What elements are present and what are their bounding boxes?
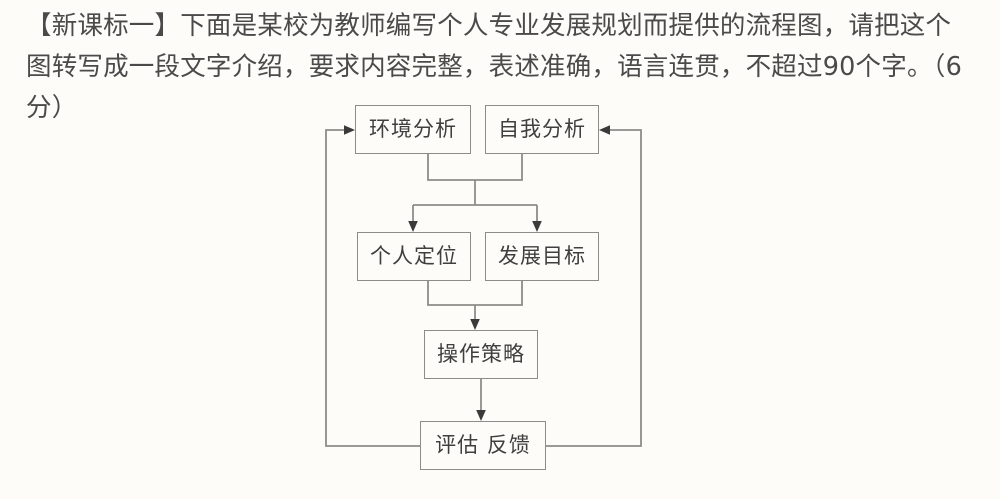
arrowhead-to-strat xyxy=(470,319,480,330)
edge-row1-merge xyxy=(427,154,523,181)
flowchart-node-personal-positioning: 个人定位 xyxy=(357,232,471,281)
flowchart-node-environment-analysis: 环境分析 xyxy=(355,105,471,154)
flowchart-node-evaluation-feedback: 评估 反馈 xyxy=(420,421,546,470)
edge-row2-merge xyxy=(427,281,523,306)
flowchart-node-development-goal: 发展目标 xyxy=(485,232,599,281)
edge-feedback-left xyxy=(325,129,420,447)
flowchart-node-operation-strategy: 操作策略 xyxy=(424,330,538,379)
question-text: 【新课标一】下面是某校为教师编写个人专业发展规划而提供的流程图，请把这个图转写成… xyxy=(26,11,963,123)
arrowhead-to-pos xyxy=(408,221,418,232)
edge-feedback-right xyxy=(546,129,642,447)
arrowhead-to-eval xyxy=(476,410,486,421)
arrowhead-to-goal xyxy=(532,221,542,232)
arrowhead-feedback-left xyxy=(344,125,355,135)
arrowhead-feedback-right xyxy=(599,125,610,135)
flowchart-node-self-analysis: 自我分析 xyxy=(485,105,599,154)
